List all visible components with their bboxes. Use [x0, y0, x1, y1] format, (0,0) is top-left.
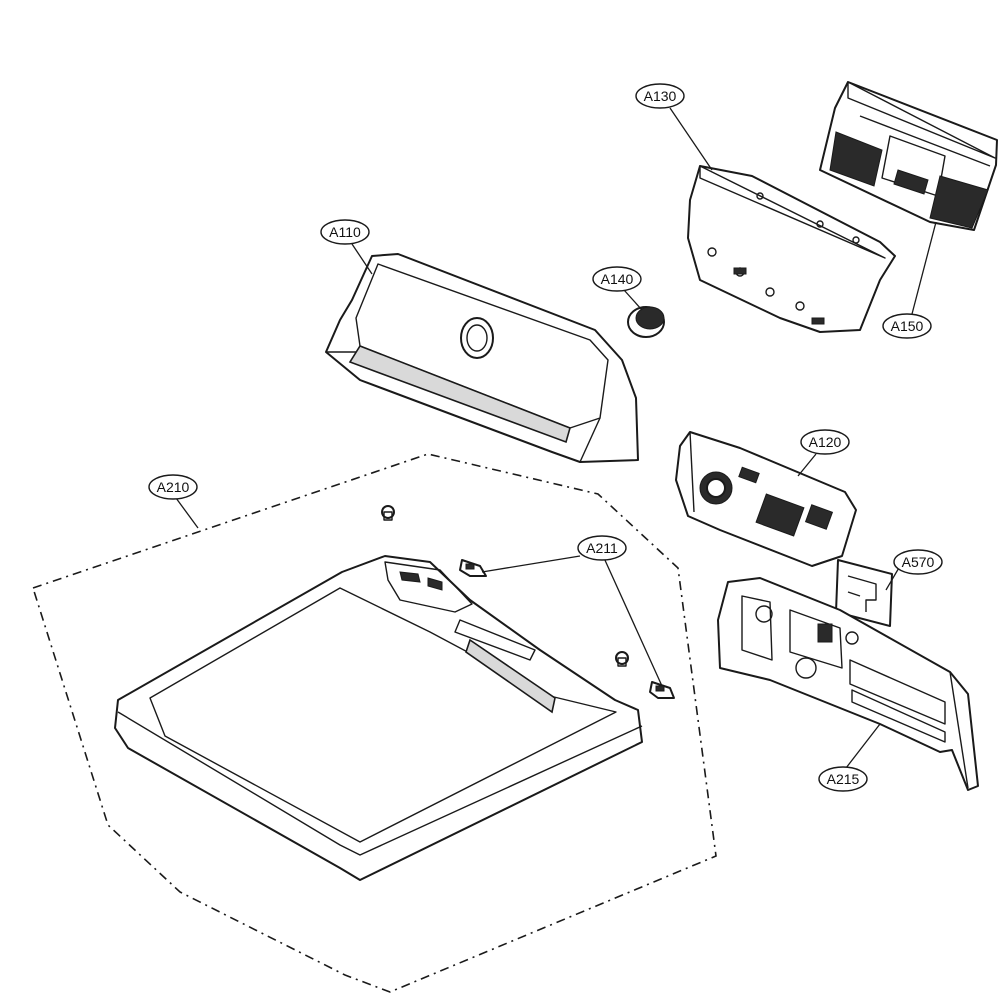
leader-a210	[175, 497, 199, 529]
callout-a110: A110	[320, 219, 370, 245]
callout-a140: A140	[592, 266, 642, 292]
part-a150-cover	[819, 81, 998, 231]
callout-a210-label: A210	[157, 479, 190, 495]
part-a215-panel-frame	[717, 577, 979, 791]
part-a570-bracket	[835, 559, 893, 627]
callout-a150-label: A150	[891, 318, 924, 334]
leader-a150	[911, 221, 937, 315]
leader-a140	[623, 289, 643, 311]
callout-a120-label: A120	[809, 434, 842, 450]
callout-a110-label: A110	[329, 224, 361, 240]
leader-a570	[885, 565, 901, 591]
part-a110-control-panel	[325, 253, 639, 463]
callout-a570: A570	[893, 549, 943, 575]
assembly-boundary-a210	[32, 453, 717, 993]
callout-a130: A130	[635, 83, 685, 109]
callout-a215: A215	[818, 766, 868, 792]
leader-a211-2	[603, 557, 663, 687]
callout-a130-label: A130	[644, 88, 677, 104]
callout-a150: A150	[882, 313, 932, 339]
leader-a120	[797, 453, 817, 477]
callout-a120: A120	[800, 429, 850, 455]
callout-a210: A210	[148, 474, 198, 500]
part-a140-knob	[627, 306, 665, 338]
leader-a110	[351, 243, 373, 275]
callout-a570-label: A570	[902, 554, 935, 570]
callout-a140-label: A140	[601, 271, 634, 287]
part-a120-display-board	[675, 431, 857, 567]
leader-a215	[845, 723, 881, 769]
callout-a215-label: A215	[827, 771, 860, 787]
leader-a130	[669, 107, 713, 171]
part-a130-pcb	[687, 165, 896, 333]
callout-a211-label: A211	[586, 540, 618, 556]
part-a210-top-lid	[114, 505, 643, 881]
leader-a211-1	[481, 555, 581, 573]
callout-a211: A211	[577, 535, 627, 561]
part-a211-hinge-clip	[459, 559, 675, 699]
